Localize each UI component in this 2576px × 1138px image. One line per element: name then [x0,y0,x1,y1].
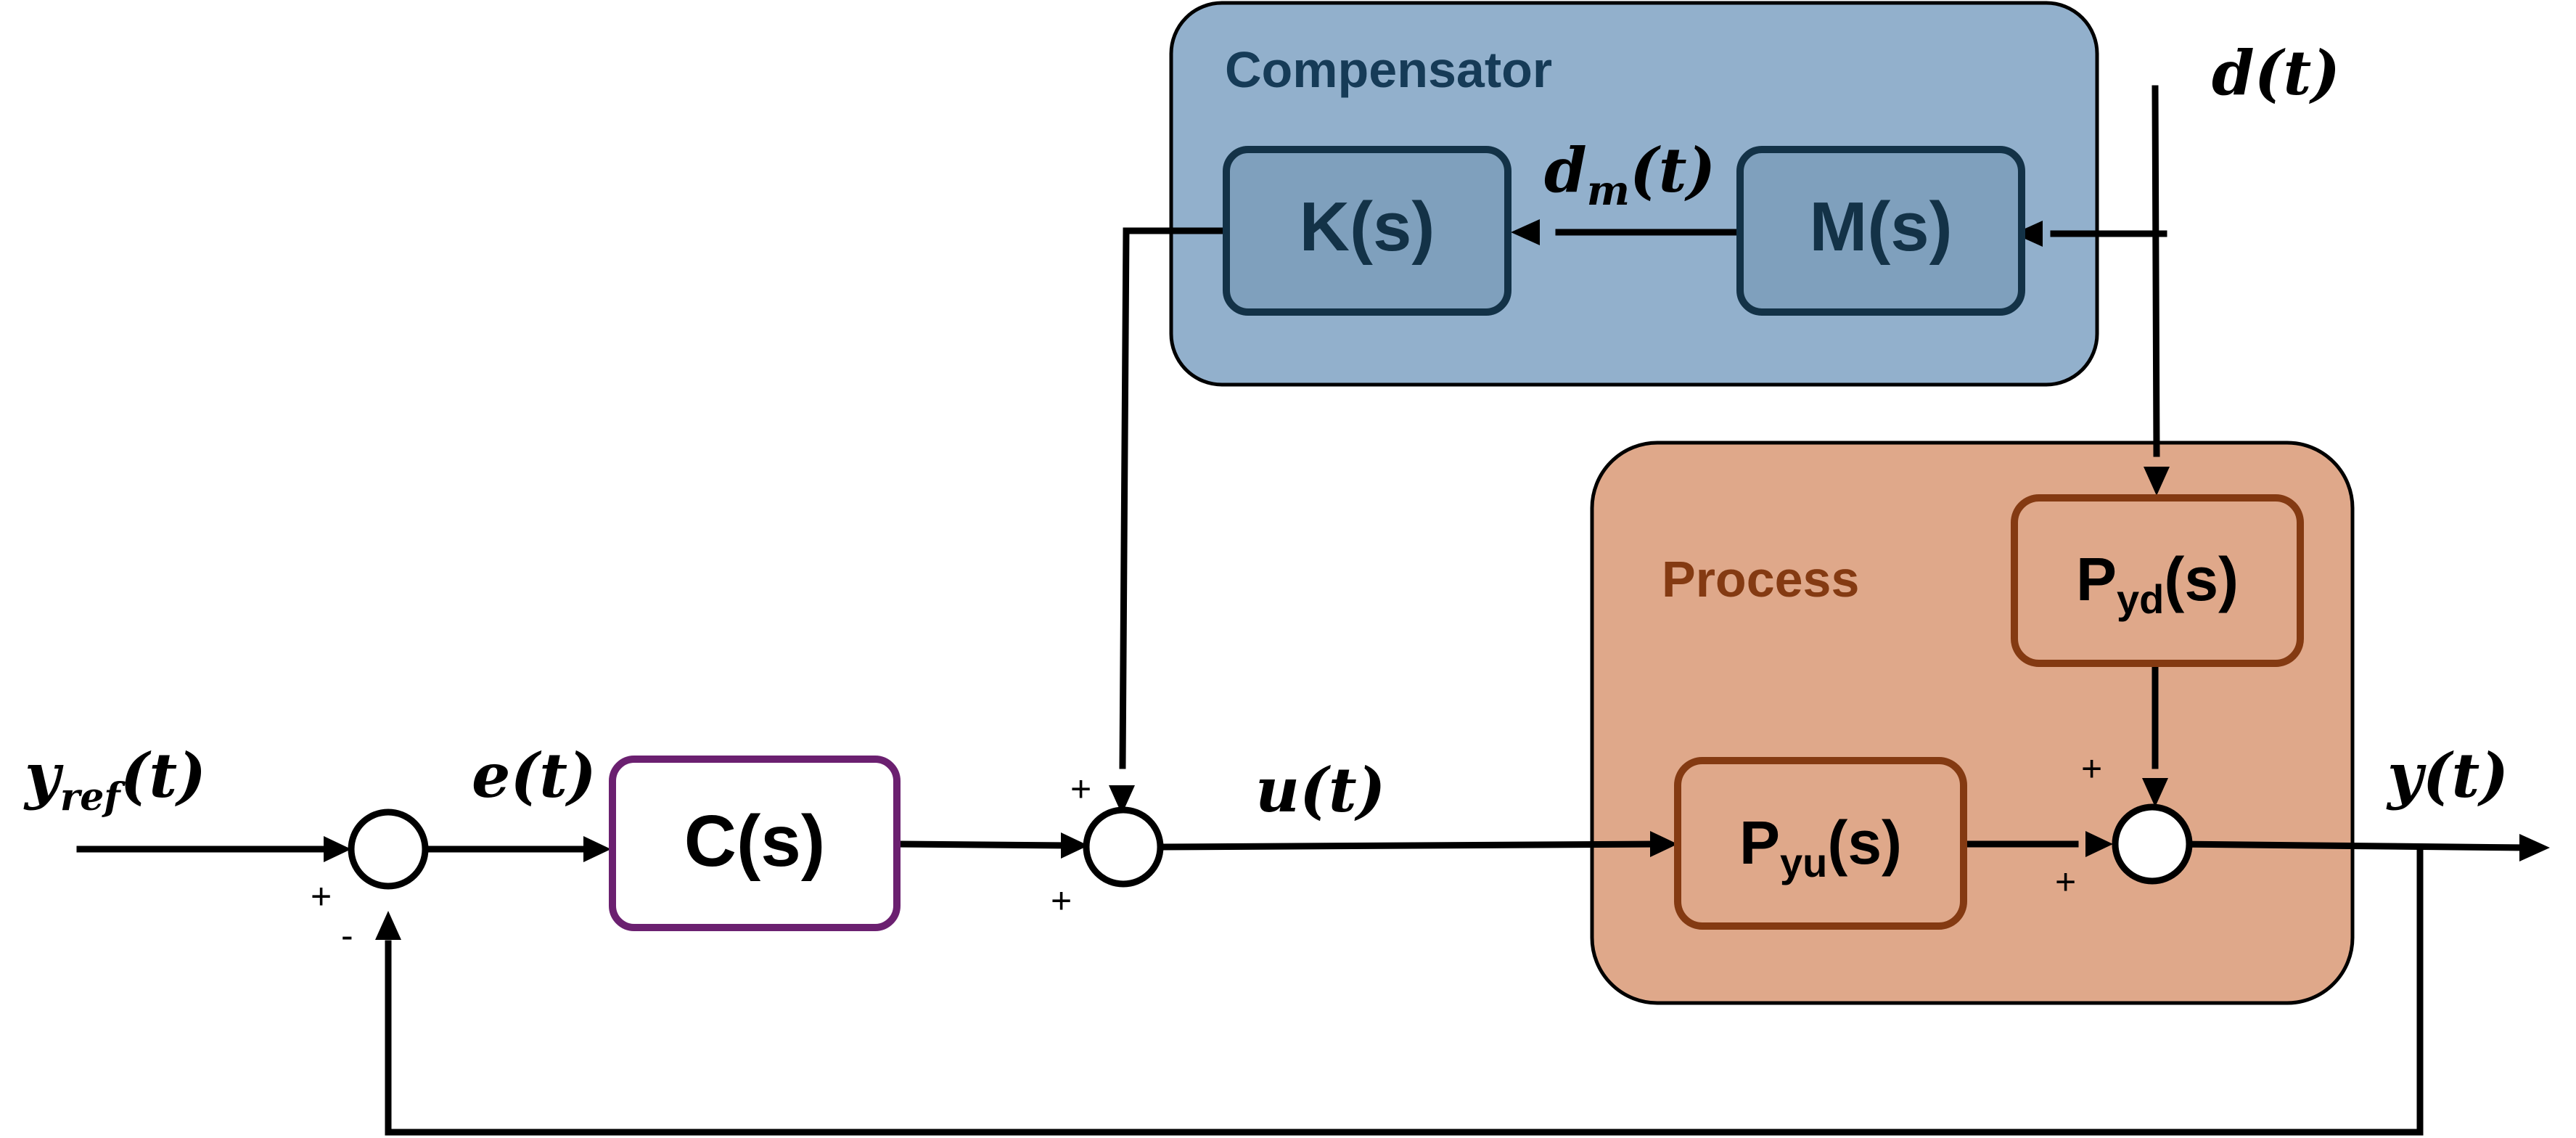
pyu-suffix: (s) [1827,809,1902,877]
yref-base: y [23,740,64,811]
wire-feedback [385,844,2424,1136]
pyu-subscript: yu [1780,840,1827,885]
arrow-into-sum2 [1061,832,1088,859]
pyd-base: P [2076,545,2117,613]
pyu-block-box [1674,757,1967,930]
k-block: K(s) [1223,146,1511,316]
sum1-plus-sign: + [311,876,332,917]
c-block-box [609,756,901,931]
pyd-block: Pyd(s) [2011,494,2304,667]
arrow-into-sum2-top [1109,785,1135,814]
wire-u [1160,840,1660,851]
arrow-into-pyu [1650,831,1678,857]
k-block-box [1223,146,1511,316]
arrow-into-sum3-top [2142,778,2168,807]
signal-wires [76,85,2529,1136]
signal-yref-label: yref(t) [23,740,206,819]
wire-y [2171,840,2529,851]
yref-arg: (t) [120,740,206,811]
c-block: C(s) [609,756,901,931]
arrowheads [324,219,2550,940]
dm-base: d [1544,134,1587,206]
yref-subscript: ref [60,775,126,819]
m-block: M(s) [1736,146,2025,316]
signal-dm-label: dm(t) [1544,134,1715,215]
signal-u-label: u(t) [1255,754,1385,826]
pyd-block-label: Pyd(s) [2076,545,2239,622]
arrow-into-sum3 [2085,831,2113,857]
signal-y-label: y(t) [2386,740,2509,811]
m-block-box [1736,146,2025,316]
arrow-into-c [583,836,611,862]
pyd-subscript: yd [2117,576,2164,622]
dm-subscript: m [1587,167,1630,215]
pyd-suffix: (s) [2164,545,2239,613]
sum1-minus-sign: - [341,915,353,956]
arrow-into-sum1 [324,836,351,862]
k-block-label: K(s) [1300,188,1435,266]
arrow-into-pyd [2144,467,2170,496]
pyu-block: Pyu(s) [1674,757,1967,930]
sum3-left-sign: + [2055,861,2076,902]
c-block-label: C(s) [684,801,825,882]
arrow-feedback-into-sum1 [375,911,401,940]
compensator-title: Compensator [1225,41,1552,98]
pyu-block-label: Pyu(s) [1739,809,1902,885]
pyu-base: P [1739,809,1780,877]
dm-arg: (t) [1630,134,1715,206]
summing-junction-1 [348,809,429,890]
wire-d [2152,85,2160,457]
wire-c-out [896,840,1072,849]
m-block-label: M(s) [1809,188,1952,266]
arrow-output [2519,834,2550,861]
junction-signs: + - + + + + [311,748,2102,956]
arrow-into-k [1511,219,1540,245]
summing-junction-3 [2112,803,2193,885]
signal-d-label: d(t) [2212,37,2340,109]
wire-k-out [1119,227,1230,769]
sum2-top-sign: + [1070,769,1091,809]
process-title: Process [1662,551,1859,607]
pyd-block-box [2011,494,2304,667]
sum3-top-sign: + [2081,748,2102,789]
signal-labels: yref(t) e(t) u(t) y(t) d(t) dm(t) [23,37,2509,826]
signal-e-label: e(t) [472,740,596,811]
summing-junction-2 [1083,806,1164,888]
arrow-into-m [2014,221,2043,247]
sum2-bottom-sign: + [1051,880,1072,921]
